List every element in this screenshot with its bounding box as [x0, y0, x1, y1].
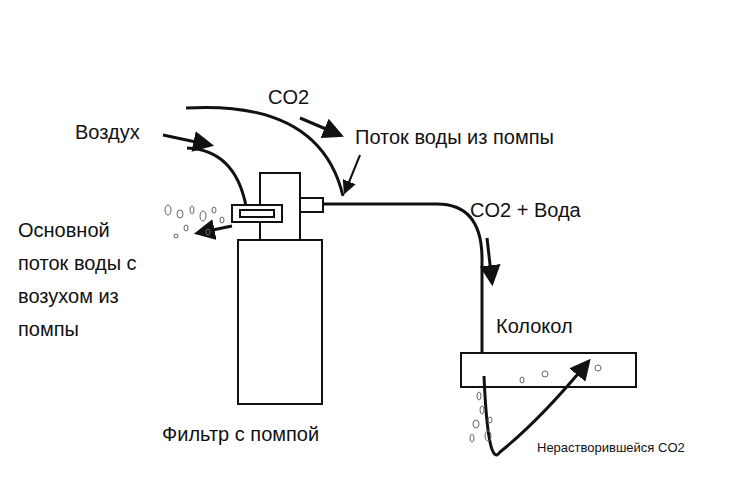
filter-with-pump: Фильтр с помпой — [237, 172, 323, 405]
outflow-arrow — [198, 226, 232, 233]
annotation-label: Поток воды из помпы — [355, 125, 554, 149]
annotation-label: Воздух — [75, 120, 140, 144]
node-label: Колокол — [496, 314, 573, 338]
annotation-label: CO2 — [268, 85, 309, 109]
bell: Колокол — [460, 352, 637, 388]
air-arrow — [163, 135, 210, 145]
node-label: Фильтр с помпой — [162, 422, 319, 446]
tube-connector — [323, 204, 482, 352]
filter-outline — [237, 172, 323, 405]
mix-arrow — [487, 238, 492, 282]
bubbles — [165, 205, 601, 442]
annotation-label: CO2 + Вода — [470, 198, 581, 222]
air-tube — [187, 148, 246, 206]
annotation-label: Основной поток воды с возухом из помпы — [18, 214, 158, 346]
flow-arrow — [345, 155, 360, 192]
annotation-label: Нерастворившейся CO2 — [537, 440, 685, 456]
co2-arrow — [300, 118, 340, 135]
